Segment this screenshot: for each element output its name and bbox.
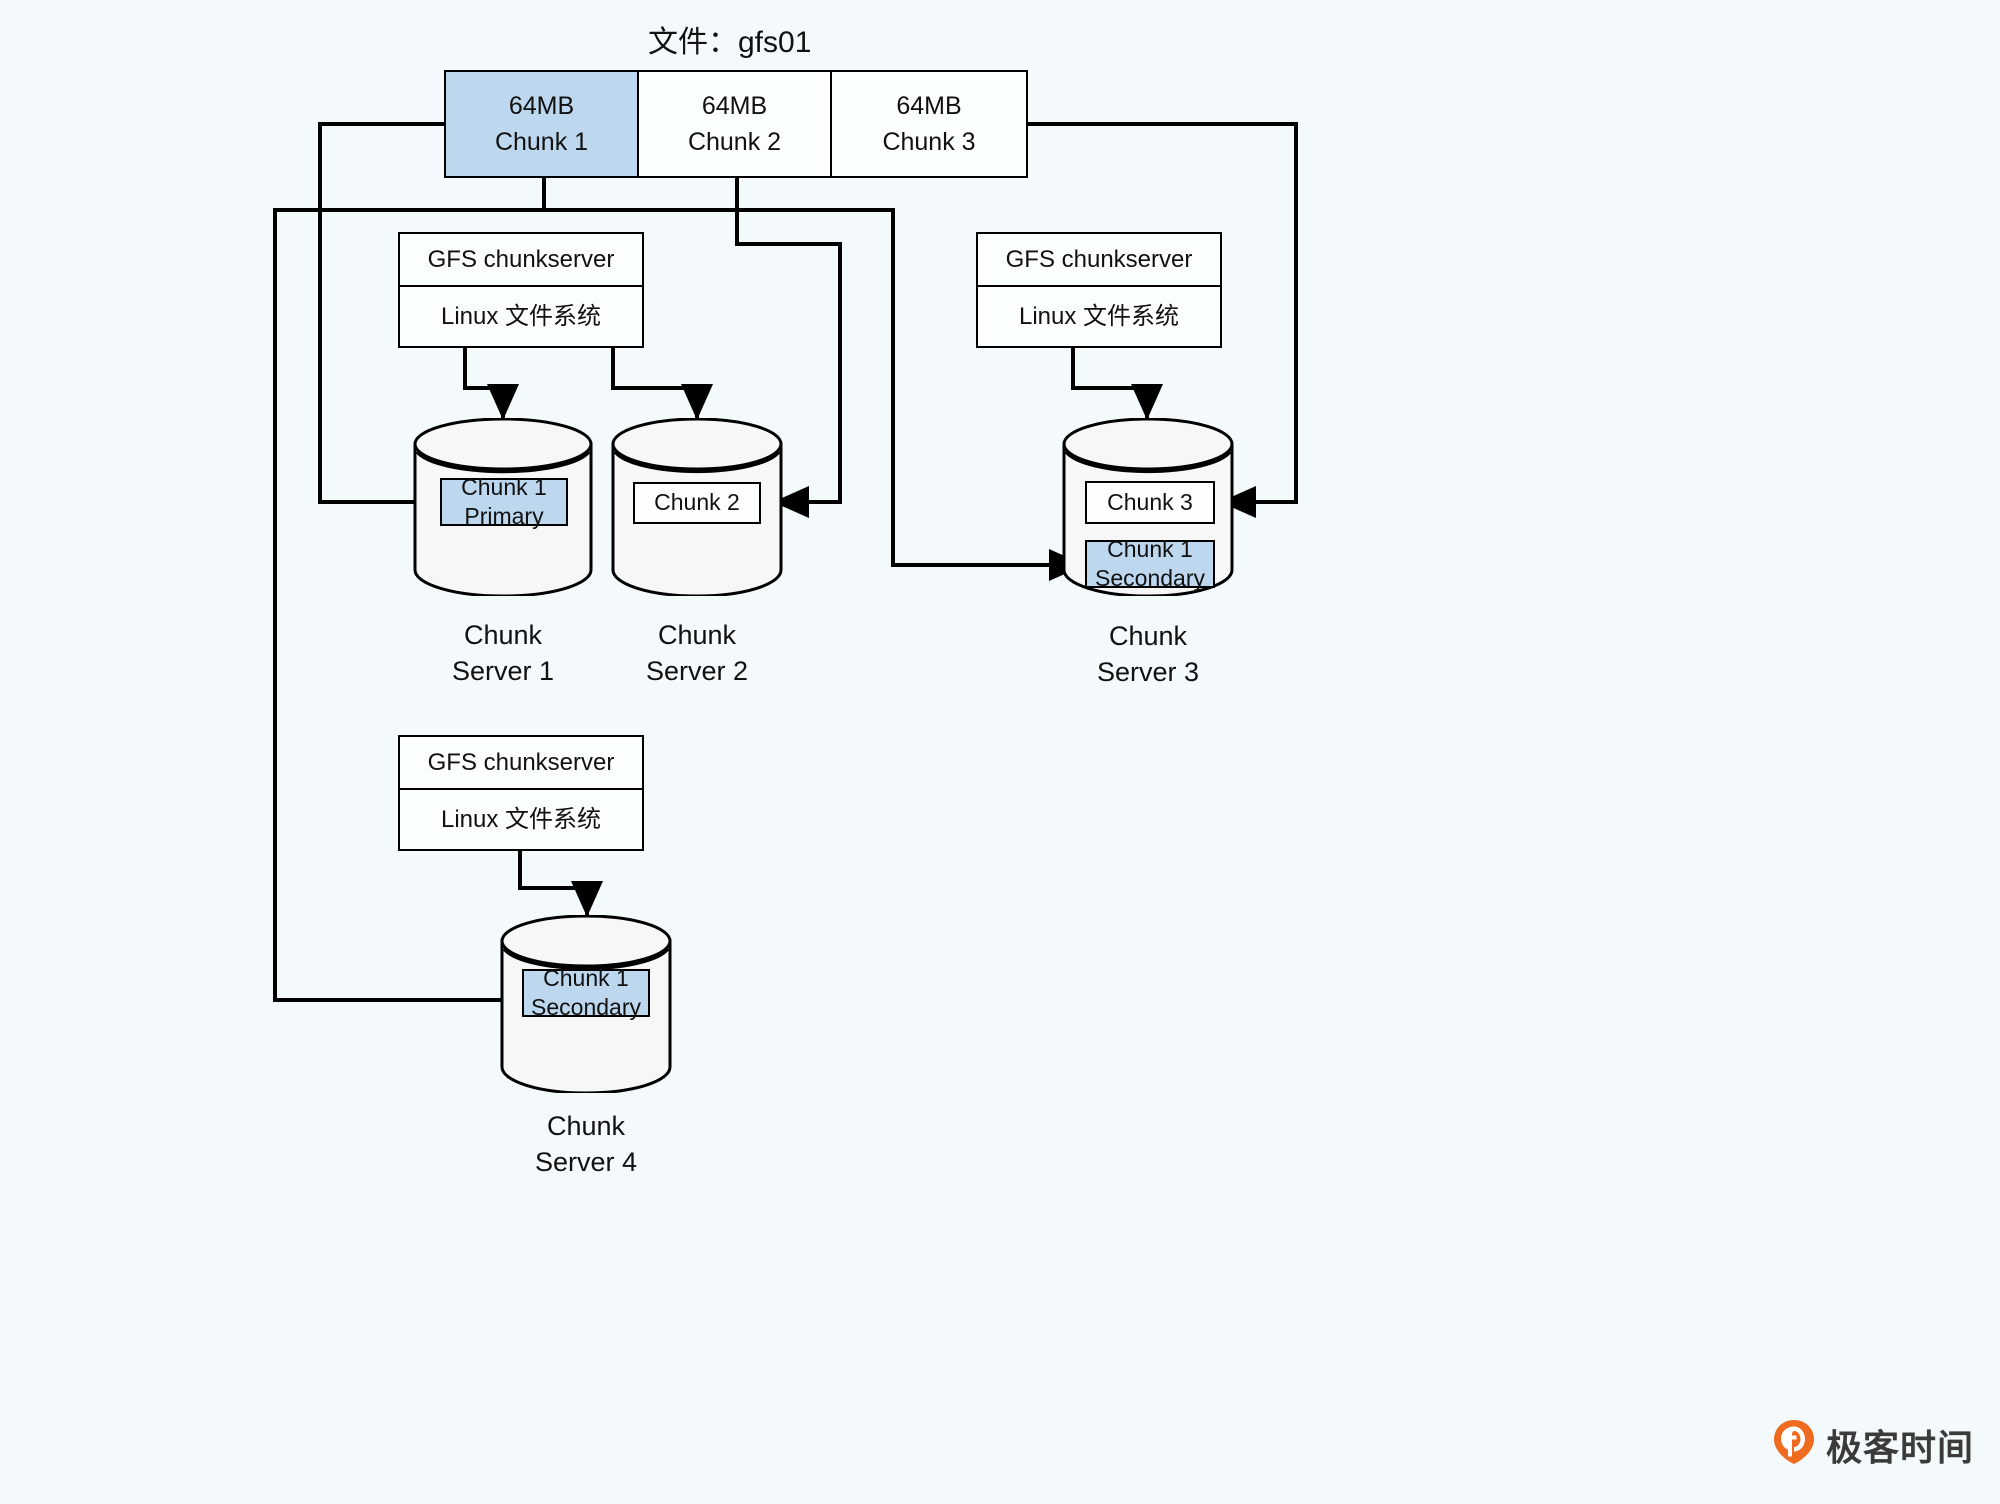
wire-chunk1-to-cs3 — [542, 208, 1085, 581]
watermark-text: 极客时间 — [1826, 1426, 1975, 1468]
cs3-chunk-1-line1: Chunk 1 — [1107, 535, 1193, 562]
stack-4-filesystem-row: Linux 文件系统 — [440, 806, 602, 833]
file-chunk-1[interactable]: 64MB Chunk 1 — [446, 72, 639, 176]
watermark: 极客时间 — [1772, 1418, 1974, 1471]
cs3-chunk-3-line1: Chunk 3 — [1107, 488, 1193, 515]
cs1-chunk-1-line1: Chunk 1 — [461, 473, 547, 500]
server-stack-3: GFS chunkserver Linux 文件系统 — [976, 232, 1222, 348]
file-chunk-1-size: 64MB — [508, 91, 575, 120]
file-chunk-3[interactable]: 64MB Chunk 3 — [832, 72, 1026, 176]
stack-1-filesystem-row: Linux 文件系统 — [440, 303, 602, 330]
file-chunk-3-name: Chunk 3 — [882, 128, 976, 156]
cs4-chunk-1-line1: Chunk 1 — [543, 964, 629, 991]
cs1-chunk-1-line2: Primary — [464, 503, 544, 529]
server-stack-1: GFS chunkserver Linux 文件系统 — [398, 232, 644, 348]
stack-1-chunkserver-row: GFS chunkserver — [400, 234, 642, 287]
cs4-chunk-1-secondary[interactable]: Chunk 1 Secondary — [522, 965, 650, 1020]
file-chunk-2-name: Chunk 2 — [687, 128, 782, 156]
file-chunk-3-size: 64MB — [896, 91, 962, 120]
wire-stack4-to-cyl4 — [518, 849, 603, 917]
wire-chunk3-to-cs3 — [1024, 122, 1298, 518]
file-chunk-1-name: Chunk 1 — [494, 128, 589, 156]
cs3-chunk-1-secondary[interactable]: Chunk 1 Secondary — [1085, 536, 1215, 591]
stack-3-filesystem-row: Linux 文件系统 — [1018, 303, 1180, 330]
cs1-chunk-1-primary[interactable]: Chunk 1 Primary — [440, 474, 568, 529]
geektime-pin-logo-icon — [1772, 1418, 1816, 1471]
file-chunk-2[interactable]: 64MB Chunk 2 — [639, 72, 832, 176]
cs2-chunk-2[interactable]: Chunk 2 — [633, 482, 761, 524]
cs4-chunk-1-line2: Secondary — [531, 994, 641, 1020]
wire-chunk1-to-cs4 — [273, 174, 650, 1016]
chunk-server-4-caption: Chunk Server 4 — [534, 1111, 638, 1178]
wire-stack3-to-cyl3 — [1071, 346, 1163, 420]
cs3-chunk-1-line2: Secondary — [1095, 565, 1205, 591]
chunk-server-1-caption: Chunk Server 1 — [451, 620, 555, 687]
wire-chunk2-to-cs2 — [735, 174, 842, 518]
page-title: 文件：gfs01 — [648, 26, 812, 59]
file-chunk-2-size: 64MB — [701, 91, 768, 120]
server-stack-4: GFS chunkserver Linux 文件系统 — [398, 735, 644, 851]
cs3-chunk-3[interactable]: Chunk 3 — [1085, 481, 1215, 524]
wire-stack1-to-cyl2 — [611, 346, 713, 420]
file-chunk-strip: 64MB Chunk 1 64MB Chunk 2 64MB Chunk 3 — [444, 70, 1028, 178]
chunk-server-2-caption: Chunk Server 2 — [645, 620, 749, 687]
wire-stack1-to-cyl1 — [463, 346, 519, 420]
chunk-server-3-caption: Chunk Server 3 — [1096, 621, 1200, 688]
stack-3-chunkserver-row: GFS chunkserver — [978, 234, 1220, 287]
stack-4-chunkserver-row: GFS chunkserver — [400, 737, 642, 790]
cs2-chunk-2-line1: Chunk 2 — [654, 489, 740, 516]
